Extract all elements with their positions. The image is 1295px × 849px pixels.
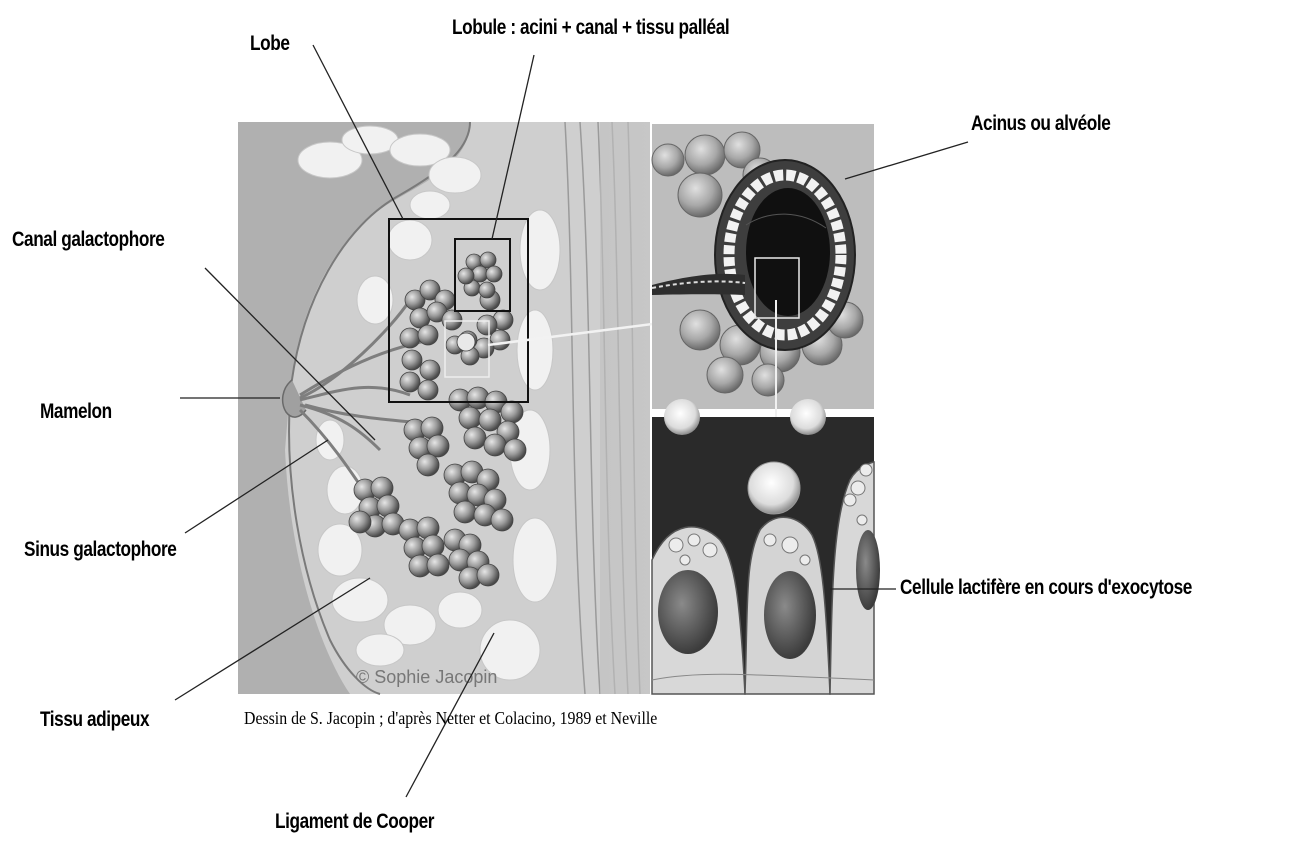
figure-caption: Dessin de S. Jacopin ; d'après Netter et… xyxy=(244,708,657,729)
label-lobule: Lobule : acini + canal + tissu palléal xyxy=(452,16,729,40)
label-canal-galactophore: Canal galactophore xyxy=(12,228,164,252)
watermark: © Sophie Jacopin xyxy=(356,667,497,687)
breast-section-panel: © Sophie Jacopin xyxy=(238,122,668,694)
label-tissu-adipeux: Tissu adipeux xyxy=(40,708,149,732)
cell-panel xyxy=(652,399,880,694)
label-mamelon: Mamelon xyxy=(40,400,112,424)
label-ligament-cooper: Ligament de Cooper xyxy=(275,810,434,834)
label-lobe: Lobe xyxy=(250,32,290,56)
label-cellule-lactifere: Cellule lactifère en cours d'exocytose xyxy=(900,576,1192,600)
label-sinus-galactophore: Sinus galactophore xyxy=(24,538,176,562)
acinus-panel xyxy=(652,124,874,440)
label-acinus: Acinus ou alvéole xyxy=(971,112,1110,136)
